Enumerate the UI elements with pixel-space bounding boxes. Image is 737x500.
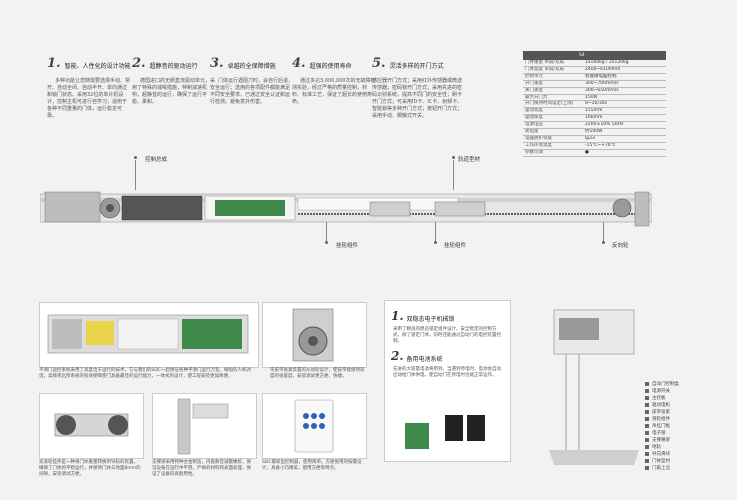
- spec-key: 参数可调: [523, 149, 583, 157]
- feature-3: 3.卓越的全保障措施 门体运行遇阻力时，会自行后退，安全运行；选用的各项配件都能…: [210, 56, 294, 106]
- callout-dot: [602, 241, 605, 244]
- backup-body: 先进的大容量电池将用到，当遇到停电时，电池会自动启动给门体供电，使自动门在停电时…: [393, 367, 501, 378]
- feature-body: 多种功能让您随需要选择手动、常开、自动全闭、自动半开、单向通过和锁门状态。采用3…: [47, 78, 131, 119]
- component-legend: 自动门控制盒 电源开关 主控板 驱动电机 皮带张紧 滑轮组件 吊挂门框 电子锁 …: [645, 380, 715, 471]
- legend-item: 地轨: [645, 443, 715, 450]
- callout-dot: [325, 241, 328, 244]
- feature-title: 超强的使用寿命: [309, 63, 352, 70]
- spec-key: 耗电量: [523, 128, 583, 136]
- callout-rail: 轨道型材: [458, 157, 481, 163]
- callout-control: 控制总成: [145, 157, 168, 163]
- backup-title: 双稳态电子机械锁: [406, 316, 455, 323]
- feature-number: 2.: [132, 56, 146, 71]
- spec-key: 门体宽度 单扇/双扇: [523, 66, 583, 74]
- spec-value: 160mm: [583, 114, 666, 123]
- card-caption: 双滚轮挂件是一种将门体重量转换到导轨的装置，确保了门体的平稳运行，并保持门体与地…: [39, 460, 141, 477]
- backup-number: 2.: [391, 349, 404, 363]
- spec-value: 150N: [583, 94, 666, 102]
- leader-line: [326, 222, 327, 244]
- feature-body: 通过多达3,000,000次的无故障检测实验，经过严格的质量控制，材料、标准工艺…: [292, 78, 376, 105]
- feature-number: 1.: [47, 56, 61, 71]
- feature-body: 感应器开门方式；采用红外传感器或微波传感器；密码锁开门方式；采用先进的密码识别系…: [372, 78, 463, 119]
- spec-key: 驱动厚度: [523, 114, 583, 123]
- spec-value: 300~700mm/s: [583, 80, 666, 88]
- legend-item: 门扇上沿: [645, 464, 715, 471]
- legend-item: 吊挂门框: [645, 422, 715, 429]
- backup-body: 采用了精良的稳态锁定组件设计，安全稳定的控制方式，除了锁定门体，同时还能通过自动…: [393, 327, 501, 344]
- spec-key: 最大开门力: [523, 94, 583, 102]
- door-operator-assembly: [39, 188, 653, 230]
- callout-reverse: 反向轮: [612, 243, 629, 249]
- spec-value: 约100W: [583, 128, 666, 136]
- card-beam-photo: [152, 393, 257, 459]
- card-controller-photo: [39, 302, 259, 368]
- spec-value: 155mm: [583, 107, 666, 116]
- spec-value: Ip23: [583, 135, 666, 143]
- card-pulley-photo: [262, 302, 367, 368]
- card-caption: 平滑门运控系统采用了高度位于运行的技术，它与我们的SDC一起保证各种平滑门运行万…: [39, 368, 251, 379]
- spec-key: 工作环境温度: [523, 142, 583, 150]
- legend-item: 滑轮组件: [645, 415, 715, 422]
- spec-key: 门体重量 单扇/双扇: [523, 60, 583, 67]
- spec-value: 智能微电脑控制: [583, 73, 666, 81]
- spec-value: 1x160kg / 2x120kg: [583, 60, 666, 67]
- callout-dot: [134, 156, 137, 159]
- feature-title: 卓越的全保障措施: [227, 63, 276, 70]
- leader-line: [453, 160, 454, 190]
- legend-item: 自动门控制盒: [645, 380, 715, 387]
- leader-line: [135, 160, 136, 190]
- feature-title: 灵活多样的开门方式: [389, 63, 444, 70]
- legend-item: 电源开关: [645, 387, 715, 394]
- feature-number: 3.: [210, 56, 224, 71]
- card-caption: SDC最新型控制器，使用简单。方便易用的按键设计，具备小巧精美，使用方便等特点。: [262, 460, 362, 471]
- legend-item: 支撑横梁: [645, 436, 715, 443]
- leader-line: [435, 222, 436, 244]
- spec-key: 控制单元: [523, 73, 583, 81]
- legend-item: 驱动电机: [645, 401, 715, 408]
- legend-item: 门体型材: [645, 457, 715, 464]
- spec-value: ●: [583, 149, 666, 157]
- backup-title: 备用电池系统: [406, 356, 443, 363]
- callout-dot: [452, 156, 455, 159]
- feature-5: 5.灵活多样的开门方式 感应器开门方式；采用红外传感器或微波传感器；密码锁开门方…: [372, 56, 466, 120]
- spec-key: 开门保持时间设定(上限): [523, 100, 583, 109]
- callout-hanger-2: 挂轮组件: [444, 243, 467, 249]
- callout-hanger-1: 挂轮组件: [336, 243, 359, 249]
- spec-key: 电源电压: [523, 121, 583, 130]
- feature-1: 1.智能、人性化的设计功能 多种功能让您随需要选择手动、常开、自动全闭、自动半开…: [47, 56, 131, 120]
- feature-body: 门体运行遇阻力时，会自行后退，安全运行；选用的各项配件都能满足不同安全要求，已通…: [210, 78, 294, 105]
- legend-item: 导向滑块: [645, 450, 715, 457]
- leader-line: [603, 222, 604, 244]
- battery-photo: [395, 403, 495, 455]
- card-keypad-photo: [262, 393, 367, 459]
- spec-key: 电器防护等级: [523, 135, 583, 143]
- spec-key: 驱动高度: [523, 107, 583, 116]
- feature-2: 2.超静音的驱动运行 德国进口的无刷直流驱动单元，采用了特殊的减噪措施，特制减速…: [132, 56, 216, 106]
- feature-number: 5.: [372, 56, 386, 71]
- legend-item: 主控板: [645, 394, 715, 401]
- lock-battery-panel: 1. 双稳态电子机械锁 采用了精良的稳态锁定组件设计，安全稳定的控制方式，除了锁…: [384, 300, 511, 462]
- spec-value: 2400~6100mm: [583, 66, 666, 74]
- feature-number: 4.: [292, 56, 306, 71]
- legend-item: 电子锁: [645, 429, 715, 436]
- spec-key: 关门速度: [523, 87, 583, 95]
- installation-diagram: [544, 300, 644, 470]
- card-hanger-photo: [39, 393, 144, 459]
- spec-value: 0~10/30s: [583, 100, 666, 109]
- spec-header: S4: [523, 51, 666, 60]
- callout-dot: [434, 241, 437, 244]
- feature-title: 超静音的驱动运行: [149, 63, 198, 70]
- backup-number: 1.: [391, 309, 404, 323]
- card-caption: 带皮带张紧装置的从动轮设计，使皮带能保持适度的张紧度，安装调试更方便，快捷。: [270, 368, 365, 379]
- spec-value: -15℃~+70℃: [583, 142, 666, 150]
- spec-value: 300~650mm/s: [583, 87, 666, 95]
- feature-title: 智能、人性化的设计功能: [64, 63, 131, 70]
- feature-body: 德国进口的无刷直流驱动单元，采用了特殊的减噪措施，特制减速机构，超静音的运行，确…: [132, 78, 216, 105]
- spec-value: 220V±10% 50Hz: [583, 121, 666, 130]
- legend-item: 皮带张紧: [645, 408, 715, 415]
- card-caption: 支撑梁采用特种合金制造，内嵌静音减震橡胶，保证设备在运行中平稳，严格的材料和表面…: [152, 460, 251, 477]
- spec-key: 开门速度: [523, 80, 583, 88]
- feature-4: 4.超强的使用寿命 通过多达3,000,000次的无故障检测实验，经过严格的质量…: [292, 56, 376, 106]
